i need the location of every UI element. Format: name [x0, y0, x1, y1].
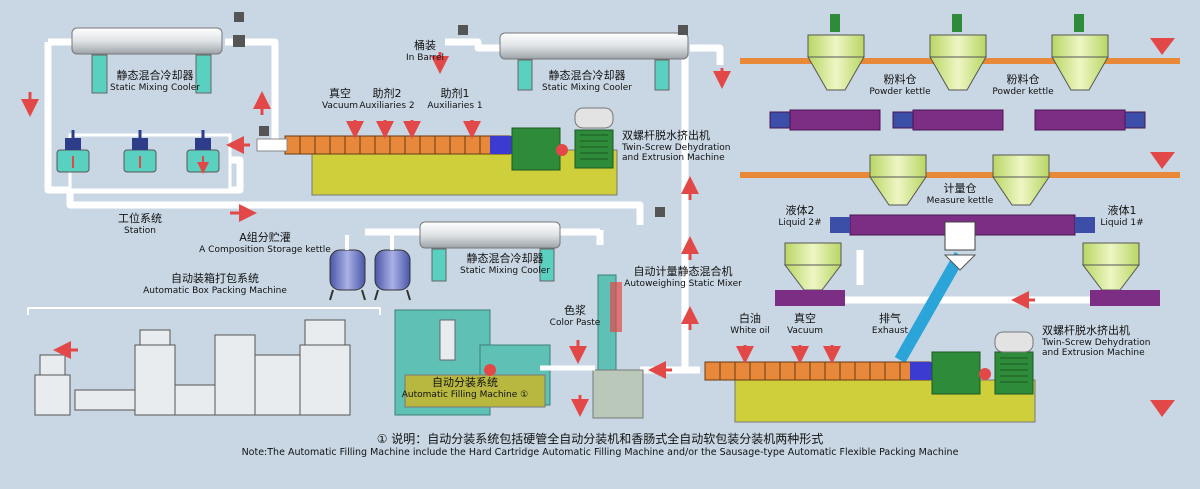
liquid-kettles: [775, 242, 1160, 306]
storage-kettle-zh: A组分贮灌: [239, 231, 291, 244]
vacuum-bottom-label: 真空 Vacuum: [780, 312, 830, 336]
liquid1-en: Liquid 1#: [1100, 217, 1144, 228]
twin-screw-bottom-en1: Twin-Screw Dehydration: [1042, 337, 1151, 348]
autoweighing-label: 自动计量静态混合机 Autoweighing Static Mixer: [618, 265, 748, 289]
barrel-zh: 桶装: [414, 39, 436, 52]
cooler-2-en: Static Mixing Cooler: [542, 82, 632, 93]
twin-screw-bottom-label: 双螺杆脱水挤出机 Twin-Screw Dehydration and Extr…: [1042, 324, 1151, 358]
cooler-1-zh: 静态混合冷却器: [116, 69, 194, 82]
feeder-funnel: [943, 254, 977, 271]
filling-label: 自动分装系统 Automatic Filling Machine ①: [400, 376, 530, 400]
powder-1-zh: 粉料仓: [883, 73, 917, 86]
box-packing-label: 自动装箱打包系统 Automatic Box Packing Machine: [130, 272, 300, 296]
twin-screw-bottom-zh: 双螺杆脱水挤出机: [1042, 324, 1130, 337]
barrel-label: 桶装 In Barrel: [395, 39, 455, 63]
powder-1-label: 粉料仓 Powder kettle: [865, 73, 935, 97]
cooler-2-label: 静态混合冷却器 Static Mixing Cooler: [522, 69, 652, 93]
static-cooler-2: [233, 12, 689, 91]
cooler-2-zh: 静态混合冷却器: [548, 69, 626, 82]
static-cooler-3: [419, 207, 665, 282]
powder-feeders: [769, 109, 1146, 131]
powder-2-label: 粉料仓 Powder kettle: [988, 73, 1058, 97]
white-oil-en: White oil: [730, 325, 770, 336]
vacuum-bottom-en: Vacuum: [786, 325, 824, 336]
station-system: [56, 130, 232, 192]
measure-en: Measure kettle: [926, 195, 994, 206]
box-packing-zh: 自动装箱打包系统: [171, 272, 259, 285]
box-packing-machine: [34, 319, 351, 416]
vacuum-bottom-zh: 真空: [794, 312, 816, 325]
vacuum-top-zh: 真空: [329, 87, 351, 100]
station-en: Station: [124, 225, 156, 236]
aux1-label: 助剂1 Auxiliaries 1: [420, 87, 490, 111]
filling-en: Automatic Filling Machine: [401, 389, 518, 400]
powder-2-zh: 粉料仓: [1006, 73, 1040, 86]
aux1-en: Auxiliaries 1: [427, 100, 483, 111]
twin-screw-top-zh: 双螺杆脱水挤出机: [622, 129, 710, 142]
measure-zh: 计量仓: [943, 182, 977, 195]
liquid2-zh: 液体2: [785, 204, 815, 217]
exhaust-en: Exhaust: [871, 325, 909, 336]
filling-zh: 自动分装系统: [432, 376, 498, 389]
filling-machine: [394, 309, 551, 416]
autoweighing-mixer: [540, 274, 644, 419]
powder-2-en: Powder kettle: [992, 86, 1054, 97]
powder-1-en: Powder kettle: [869, 86, 931, 97]
color-paste-zh: 色浆: [564, 304, 586, 317]
aux1-zh: 助剂1: [440, 87, 470, 100]
aux2-zh: 助剂2: [372, 87, 402, 100]
autoweighing-zh: 自动计量静态混合机: [633, 265, 733, 278]
static-cooler-1: [71, 27, 223, 94]
storage-kettle-en: A Composition Storage kettle: [199, 244, 331, 255]
twin-screw-top-en1: Twin-Screw Dehydration: [622, 142, 731, 153]
vacuum-top-label: 真空 Vacuum: [310, 87, 370, 111]
twin-screw-top-en2: and Extrusion Machine: [622, 152, 725, 163]
cooler-1-en: Static Mixing Cooler: [110, 82, 200, 93]
liquid1-zh: 液体1: [1107, 204, 1137, 217]
cooler-3-en: Static Mixing Cooler: [460, 265, 550, 276]
inclined-feeder: [894, 252, 966, 363]
powder-kettles: [807, 14, 1109, 91]
box-packing-en: Automatic Box Packing Machine: [143, 285, 287, 296]
filling-mark: ①: [520, 389, 529, 400]
vacuum-top-en: Vacuum: [321, 100, 359, 111]
cooler-3-label: 静态混合冷却器 Static Mixing Cooler: [450, 252, 560, 276]
liquid2-en: Liquid 2#: [778, 217, 822, 228]
liquid2-label: 液体2 Liquid 2#: [770, 204, 830, 228]
autoweighing-en: Autoweighing Static Mixer: [624, 278, 742, 289]
storage-kettles: [329, 235, 411, 301]
barrel-en: In Barrel: [406, 52, 444, 63]
flow-triangles: [1150, 38, 1175, 417]
color-paste-label: 色浆 Color Paste: [540, 304, 610, 328]
twin-screw-extruder-bottom: [704, 331, 1036, 423]
note-zh: ① 说明：自动分装系统包括硬管全自动分装机和香肠式全自动软包装分装机两种形式: [376, 432, 824, 446]
liquid1-label: 液体1 Liquid 1#: [1092, 204, 1152, 228]
twin-screw-bottom-en2: and Extrusion Machine: [1042, 347, 1145, 358]
station-label: 工位系统 Station: [110, 212, 170, 236]
note-en: Note:The Automatic Filling Machine inclu…: [241, 447, 959, 458]
twin-screw-top-label: 双螺杆脱水挤出机 Twin-Screw Dehydration and Extr…: [622, 129, 731, 163]
exhaust-label: 排气 Exhaust: [865, 312, 915, 336]
aux2-label: 助剂2 Auxiliaries 2: [357, 87, 417, 111]
color-paste-en: Color Paste: [549, 317, 601, 328]
white-oil-label: 白油 White oil: [720, 312, 780, 336]
cooler-3-zh: 静态混合冷却器: [466, 252, 544, 265]
station-zh: 工位系统: [118, 212, 162, 225]
twin-screw-extruder-top: [256, 107, 618, 196]
exhaust-zh: 排气: [879, 312, 901, 325]
storage-kettle-label: A组分贮灌 A Composition Storage kettle: [190, 231, 340, 255]
cooler-1-label: 静态混合冷却器 Static Mixing Cooler: [100, 69, 210, 93]
flow-arrows: [21, 52, 1035, 417]
white-oil-zh: 白油: [739, 312, 761, 325]
measure-kettles: [830, 154, 1095, 251]
packing-bracket: [27, 307, 381, 315]
aux2-en: Auxiliaries 2: [359, 100, 415, 111]
measure-label: 计量仓 Measure kettle: [925, 182, 995, 206]
